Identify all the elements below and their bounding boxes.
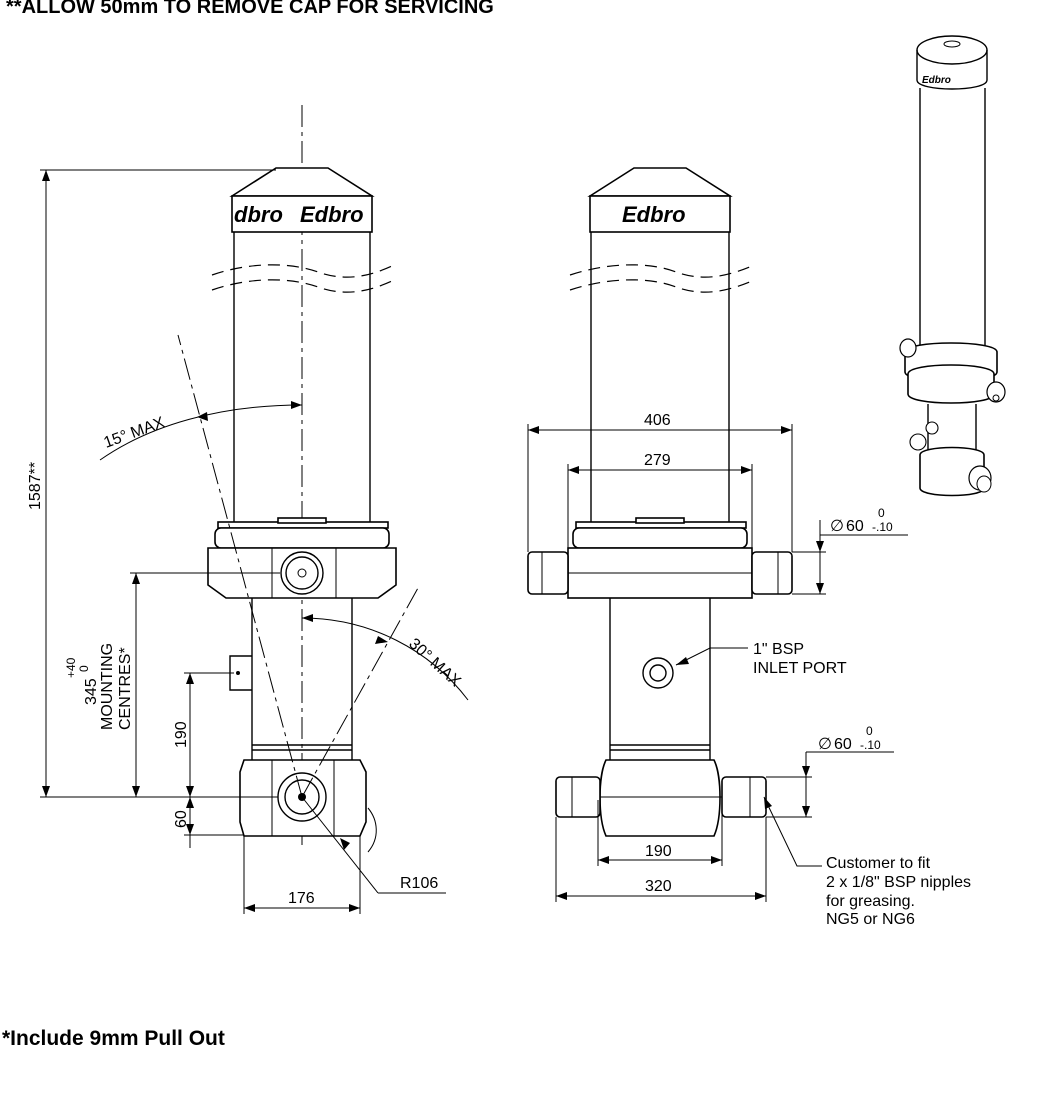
grease-note-line1: Customer to fit xyxy=(826,855,931,872)
dia-bottom-tol-upper: 0 xyxy=(866,724,873,738)
front-logo: Edbro xyxy=(622,202,686,227)
side-logo: Edbro xyxy=(300,202,364,227)
grease-note-line2: 2 x 1/8" BSP nipples xyxy=(826,874,971,891)
mounting-line1: MOUNTING xyxy=(99,643,116,730)
dim-190-front: 190 xyxy=(645,843,672,860)
pull-out-note: *Include 9mm Pull Out xyxy=(2,1027,225,1050)
front-view: Edbro xyxy=(527,167,971,928)
side-upper-trunnion xyxy=(207,547,397,599)
dim-406: 406 xyxy=(644,412,671,429)
front-cap-band xyxy=(589,195,731,233)
angle-30-label: 30° MAX xyxy=(405,635,464,690)
dia-60-bottom: 60 xyxy=(834,736,852,753)
dim-320: 320 xyxy=(645,878,672,895)
mounting-value: 345 xyxy=(83,678,100,705)
inlet-port xyxy=(642,657,674,689)
iso-logo: Edbro xyxy=(922,75,951,86)
inlet-label-line1: 1" BSP xyxy=(753,641,804,658)
grease-note-line4: NG5 or NG6 xyxy=(826,911,915,928)
radius-label: R106 xyxy=(400,875,438,892)
mounting-tol-lower: 0 xyxy=(77,665,91,672)
dim-176: 176 xyxy=(288,890,315,907)
dia-top-tol-lower: -.10 xyxy=(872,520,893,534)
side-logo-partial: dbro xyxy=(234,202,283,227)
front-left-pin xyxy=(527,551,569,595)
dia-symbol-top: ∅ xyxy=(830,518,844,535)
dia-top-tol-upper: 0 xyxy=(878,506,885,520)
side-view: dbro Edbro xyxy=(27,105,469,914)
servicing-note: **ALLOW 50mm TO REMOVE CAP FOR SERVICING xyxy=(6,0,494,18)
mounting-tol-upper: +40 xyxy=(64,657,78,678)
overall-height-label: 1587** xyxy=(27,462,44,510)
side-cap-band xyxy=(231,195,373,233)
dia-symbol-bottom: ∅ xyxy=(818,736,832,753)
dia-bottom-tol-lower: -.10 xyxy=(860,738,881,752)
isometric-view: Edbro xyxy=(899,35,1006,497)
dim-60-side: 60 xyxy=(173,810,190,828)
angle-15-label: 15° MAX xyxy=(102,414,168,452)
front-right-pin xyxy=(751,551,793,595)
dia-60-top: 60 xyxy=(846,518,864,535)
grease-note-line3: for greasing. xyxy=(826,893,915,910)
dim-190-side: 190 xyxy=(173,721,190,748)
front-lower-trunnion xyxy=(599,759,721,837)
front-cap-cone xyxy=(587,167,733,197)
dim-279: 279 xyxy=(644,452,671,469)
inlet-label-line2: INLET PORT xyxy=(753,660,847,677)
mounting-line2: CENTRES* xyxy=(117,647,134,730)
side-cap-cone xyxy=(229,167,375,197)
